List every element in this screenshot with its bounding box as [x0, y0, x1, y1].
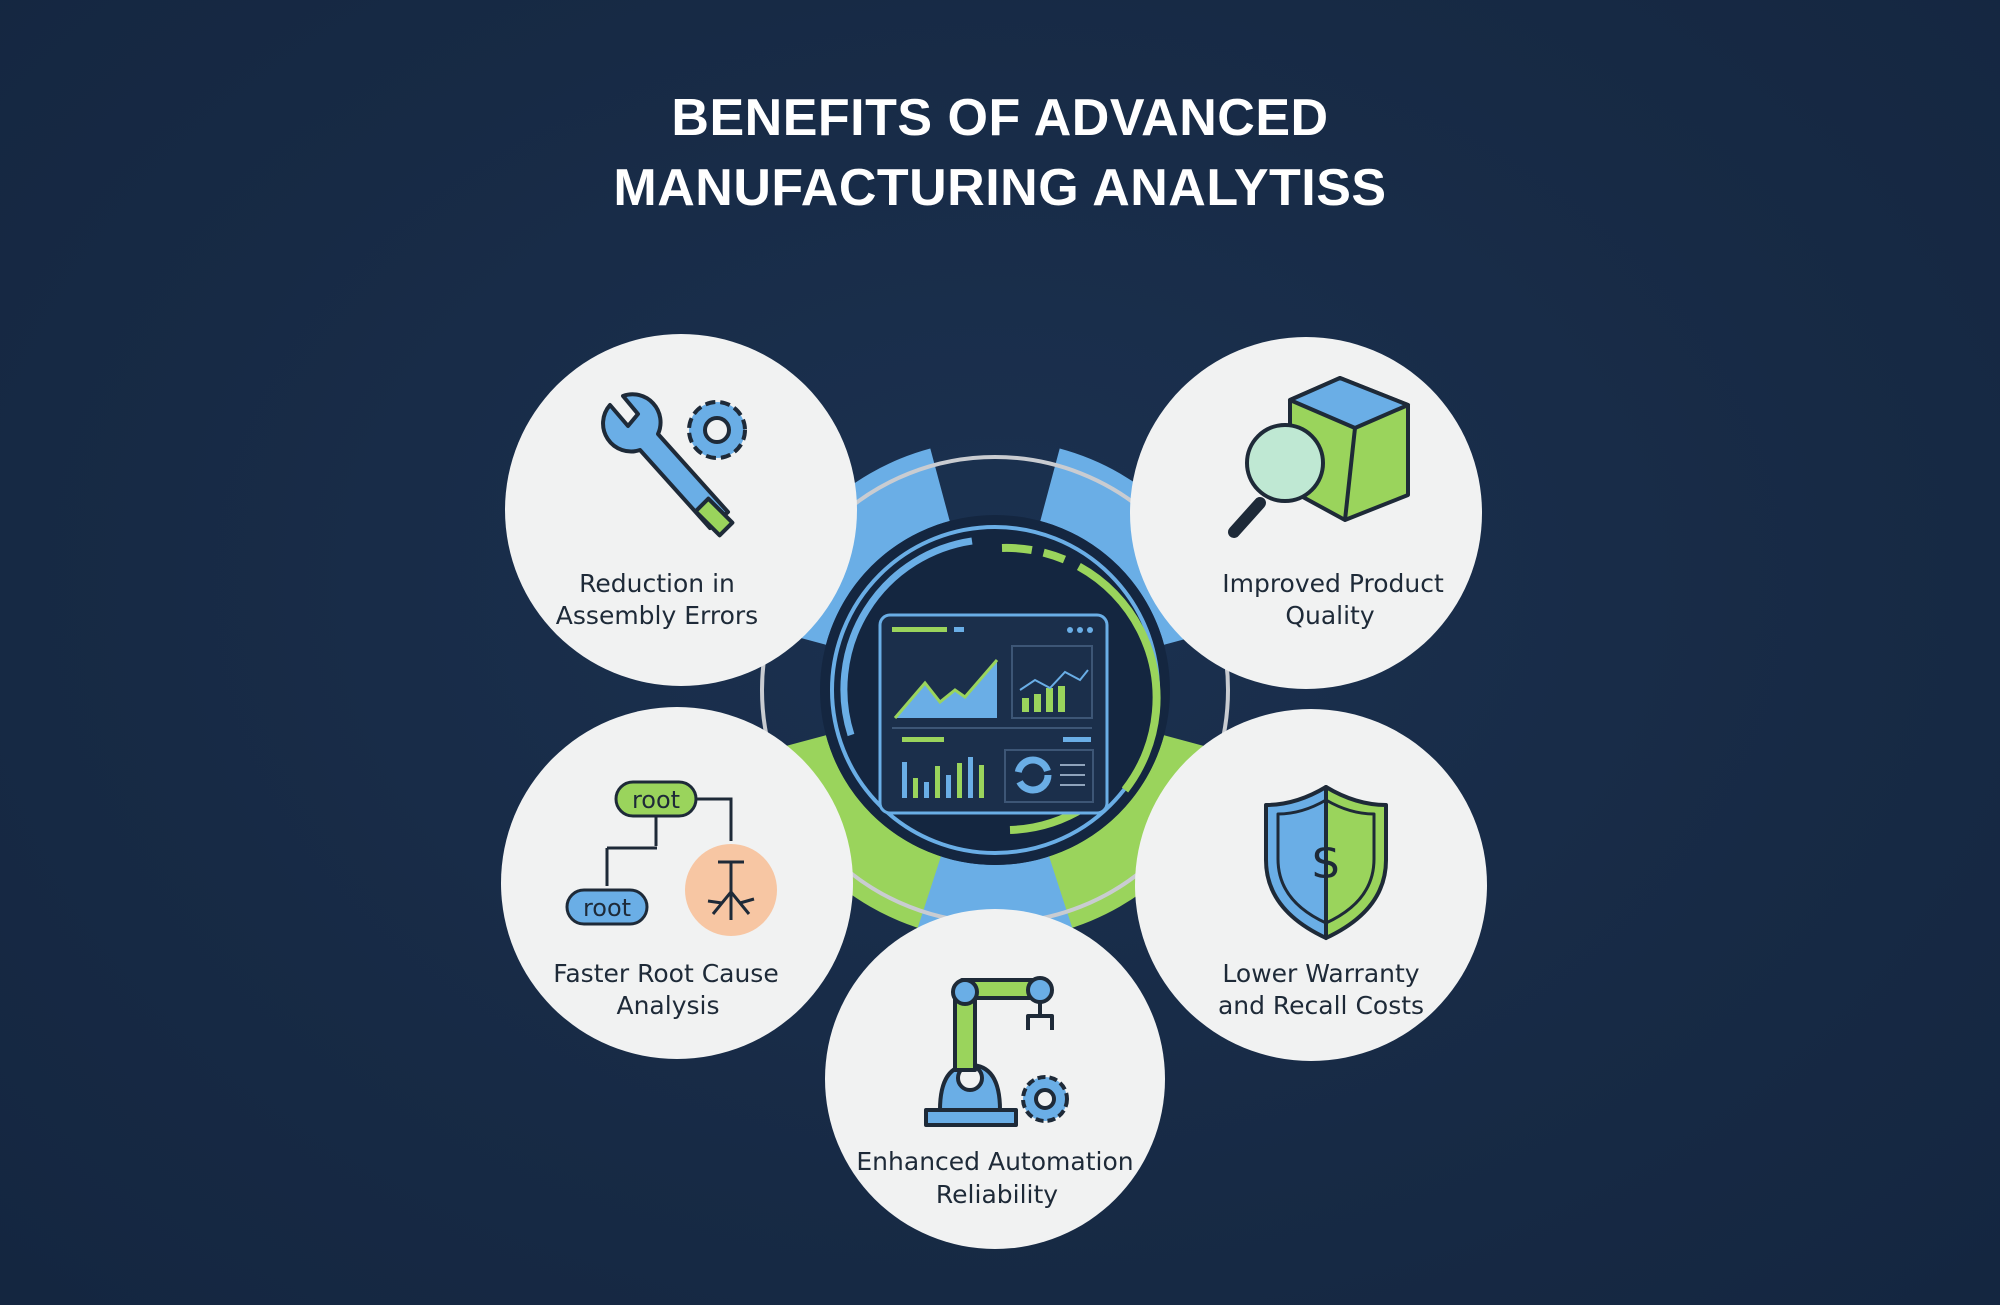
shield-dollar-icon: $	[1264, 785, 1388, 940]
benefit-label-line2: Assembly Errors	[556, 601, 758, 630]
wrench-gear-icon	[601, 392, 747, 538]
title-line-2: MANUFACTURING ANALYTISS	[613, 159, 1387, 217]
benefit-lower-warranty-recall: $ Lower Warranty and Recall Costs	[1135, 709, 1487, 1061]
benefit-label-line2: Analysis	[616, 991, 719, 1020]
benefit-label-line1: Enhanced Automation	[856, 1147, 1133, 1176]
root-tree-icon: root root	[565, 780, 777, 936]
dashboard-icon	[878, 613, 1109, 815]
benefit-label-line1: Improved Product	[1222, 569, 1444, 598]
benefit-label-line1: Reduction in	[579, 569, 735, 598]
root-tag-top: root	[632, 786, 680, 814]
benefit-label-line1: Faster Root Cause	[553, 959, 778, 988]
dollar-sign: $	[1311, 834, 1342, 890]
benefit-label-line2: Reliability	[936, 1180, 1058, 1209]
root-tag-bottom: root	[583, 894, 631, 922]
robot-arm-gear-icon	[924, 976, 1069, 1127]
title-line-1: BENEFITS OF ADVANCED	[671, 89, 1329, 147]
center-dashboard-hub	[820, 515, 1170, 865]
benefit-enhanced-automation: Enhanced Automation Reliability	[825, 909, 1165, 1249]
benefit-reduction-assembly-errors: Reduction in Assembly Errors	[505, 334, 857, 686]
benefit-label-line2: Quality	[1285, 601, 1375, 630]
magnifier-box-icon	[1228, 376, 1410, 538]
benefit-label-line2: and Recall Costs	[1218, 991, 1424, 1020]
benefit-improved-product-quality: Improved Product Quality	[1130, 337, 1482, 689]
benefit-label-line1: Lower Warranty	[1222, 959, 1419, 988]
benefit-faster-root-cause: root root Faster Root Cause Analysis	[501, 707, 853, 1059]
